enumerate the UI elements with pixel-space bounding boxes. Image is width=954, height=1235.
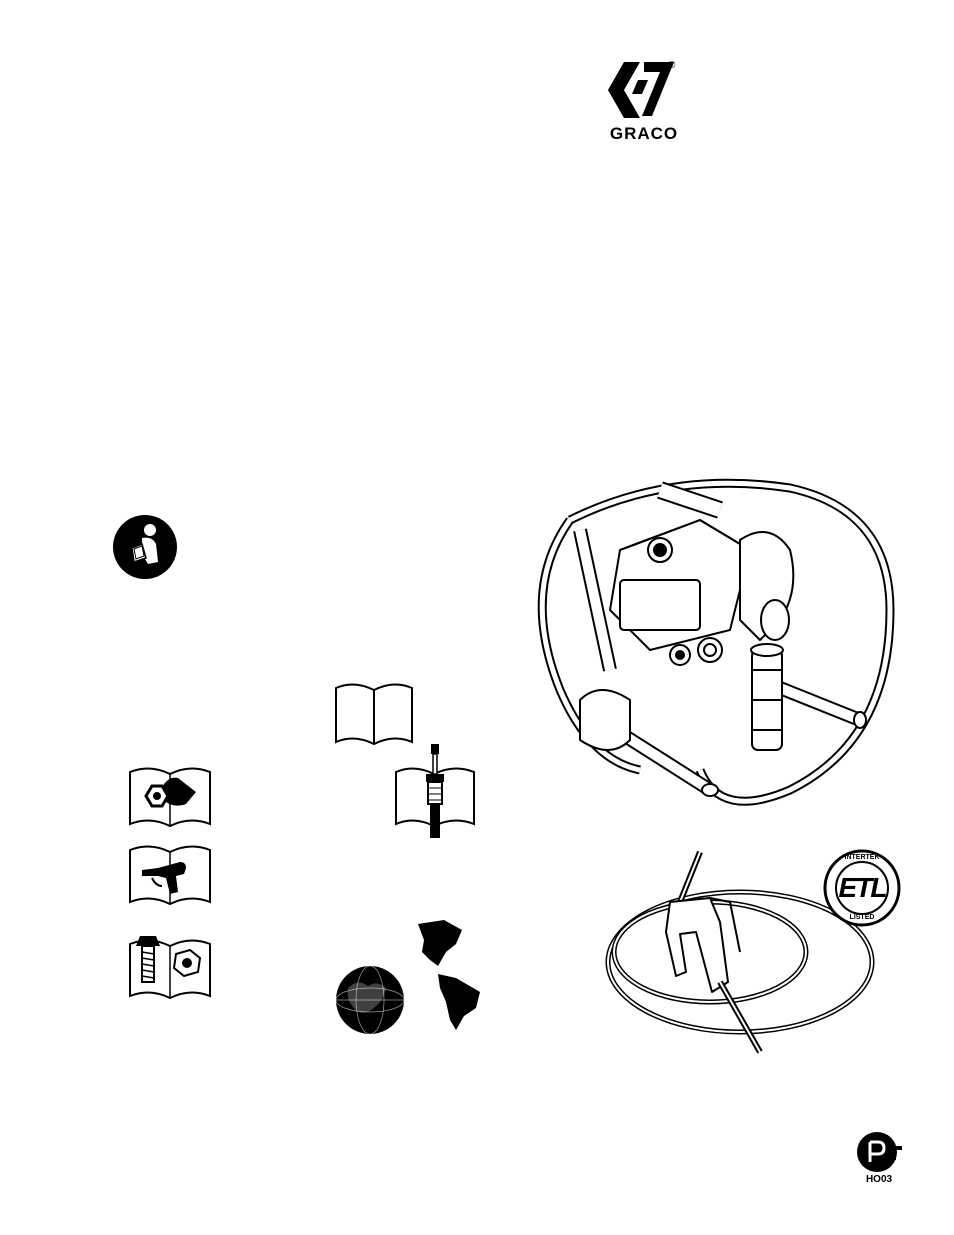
etl-listed-text: LISTED [822, 914, 902, 921]
pump-manual-icon [392, 744, 478, 844]
world-globe [336, 966, 404, 1034]
gost-code: HO03 [854, 1174, 904, 1185]
manual-book-icon [332, 680, 416, 750]
globe-icon [334, 916, 494, 1040]
graco-logo: GRACO ® [604, 58, 684, 144]
registered-mark: ® [668, 60, 675, 71]
etl-intertek-text: INTERTEK [822, 854, 902, 861]
read-manual-icon [112, 514, 178, 580]
gun-manual-icon [126, 842, 214, 908]
gost-mark: HO03 [854, 1130, 904, 1190]
parts-manual-icon [126, 932, 214, 1004]
etl-mark-text: ETL [822, 872, 902, 904]
repair-manual-icon [126, 764, 214, 830]
americas-map [418, 920, 480, 1030]
sprayer-illustration [530, 470, 920, 830]
brand-name: GRACO [604, 124, 684, 144]
etl-listed-mark: INTERTEK ETL LISTED [822, 848, 902, 928]
